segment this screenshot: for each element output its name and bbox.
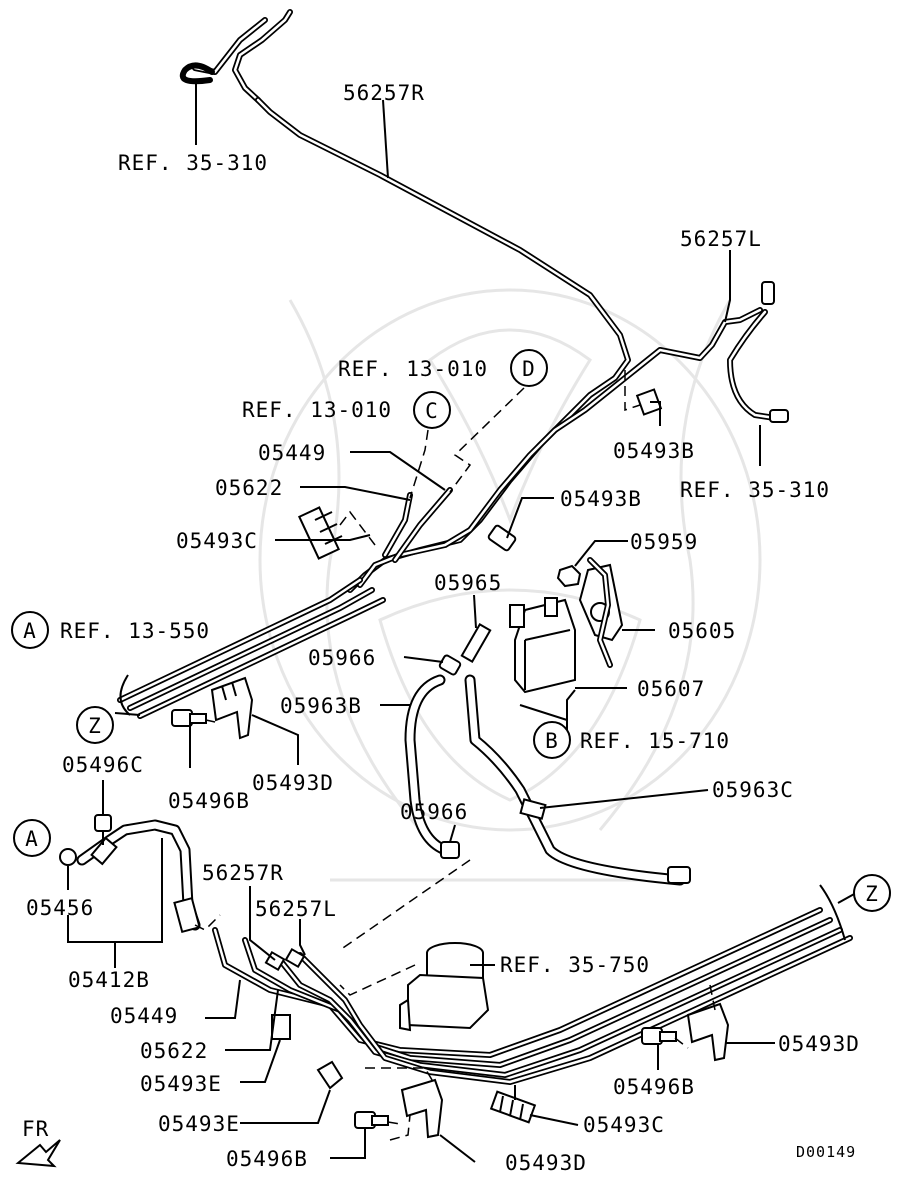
callout-D-letter: D	[522, 357, 536, 381]
bracket-05605	[578, 557, 624, 668]
label-05963B: 05963B	[280, 694, 362, 718]
clip-05493E-2	[316, 1060, 344, 1090]
callout-Z-left-letter: Z	[88, 714, 102, 738]
clamp-05966-lower	[440, 841, 460, 859]
bolt-05496B-bottom	[354, 1111, 401, 1129]
label-05605: 05605	[668, 619, 736, 643]
brake-hose-rear-left-upper	[179, 17, 789, 423]
label-05493B-mid: 05493B	[560, 487, 642, 511]
callout-D: D	[510, 349, 548, 387]
label-ref-35-750: REF. 35-750	[500, 953, 650, 977]
label-05959: 05959	[630, 530, 698, 554]
connector-05965	[460, 623, 492, 663]
callout-B: B	[533, 721, 571, 759]
label-ref-35-310-left: REF. 35-310	[118, 151, 268, 175]
label-05493C-top: 05493C	[176, 529, 258, 553]
label-05456: 05456	[26, 896, 94, 920]
label-05493D-left: 05493D	[252, 771, 334, 795]
fuel-lines-front-left	[117, 487, 453, 719]
part-labels: 56257R REF. 35-310 56257L REF. 13-010 RE…	[22, 81, 860, 1175]
fuel-lines-rear-right	[212, 884, 853, 1085]
label-05493E-1: 05493E	[140, 1072, 222, 1096]
bolt-05496B-left	[171, 709, 216, 727]
label-fr-direction: FR	[22, 1117, 49, 1141]
label-05412B: 05412B	[68, 968, 150, 992]
label-ref-15-710: REF. 15-710	[580, 729, 730, 753]
clip-05493D-bottom	[400, 1078, 444, 1139]
clip-05493C-lower	[489, 1090, 537, 1124]
callout-A-left-letter: A	[25, 827, 39, 851]
label-05496B-bottom: 05496B	[226, 1147, 308, 1171]
callout-A-top: A	[11, 611, 49, 649]
label-05496B-left: 05496B	[168, 789, 250, 813]
clip-05493D-right	[686, 1002, 730, 1062]
label-ref-35-310-right: REF. 35-310	[680, 478, 830, 502]
callout-C: C	[413, 391, 451, 429]
label-05496B-right: 05496B	[613, 1075, 695, 1099]
label-05449-bottom: 05449	[110, 1004, 178, 1028]
nut-05959	[556, 564, 582, 588]
label-05963C: 05963C	[712, 778, 794, 802]
callout-Z-right: Z	[853, 874, 891, 912]
label-05622-bottom: 05622	[140, 1039, 208, 1063]
clamp-05966-upper	[438, 654, 462, 676]
clip-05493C-upper	[297, 506, 343, 560]
label-05493C-bottom: 05493C	[583, 1113, 665, 1137]
label-05966-top: 05966	[308, 646, 376, 670]
label-05966-bottom: 05966	[400, 800, 468, 824]
label-ref-13-010-c: REF. 13-010	[242, 398, 392, 422]
callout-C-letter: C	[425, 399, 439, 423]
label-05607: 05607	[637, 677, 705, 701]
bolt-05496B-right	[641, 1027, 677, 1045]
label-05493E-2: 05493E	[158, 1112, 240, 1136]
hose-05963B	[404, 674, 451, 856]
callout-A-top-letter: A	[23, 619, 37, 643]
canister-05607	[509, 597, 576, 694]
label-05622-top: 05622	[215, 476, 283, 500]
label-56257R-bottom: 56257R	[202, 861, 284, 885]
hose-05963C	[464, 674, 691, 886]
label-05493D-right: 05493D	[778, 1032, 860, 1056]
front-direction-arrow	[15, 1139, 61, 1168]
callout-Z-right-letter: Z	[865, 882, 879, 906]
label-05493B-top: 05493B	[613, 439, 695, 463]
diagram-code: D00149	[796, 1143, 856, 1161]
label-56257R-top: 56257R	[343, 81, 425, 105]
callout-A-left: A	[13, 819, 51, 857]
brake-pipe-56257L-upper	[357, 307, 763, 588]
label-05496C: 05496C	[62, 753, 144, 777]
watermark-emblem	[258, 288, 762, 882]
leader-lines	[67, 84, 857, 1163]
clip-05493B-upper	[635, 388, 663, 416]
label-05449-top: 05449	[258, 441, 326, 465]
callout-Z-left: Z	[76, 706, 114, 744]
label-ref-13-010-d: REF. 13-010	[338, 357, 488, 381]
clip-05493E-1	[271, 1014, 291, 1040]
hose-assembly-05412B	[76, 819, 201, 934]
label-56257L-bottom: 56257L	[255, 897, 337, 921]
label-ref-13-550: REF. 13-550	[60, 619, 210, 643]
clip-05493D-left	[210, 676, 254, 740]
label-05965: 05965	[434, 571, 502, 595]
clip-05493B-mid	[487, 524, 517, 552]
washer-05456	[59, 848, 77, 866]
abs-unit-35-750	[399, 942, 490, 1032]
callout-B-letter: B	[545, 729, 559, 753]
label-05493D-bottom: 05493D	[505, 1151, 587, 1175]
label-56257L-top: 56257L	[680, 227, 762, 251]
